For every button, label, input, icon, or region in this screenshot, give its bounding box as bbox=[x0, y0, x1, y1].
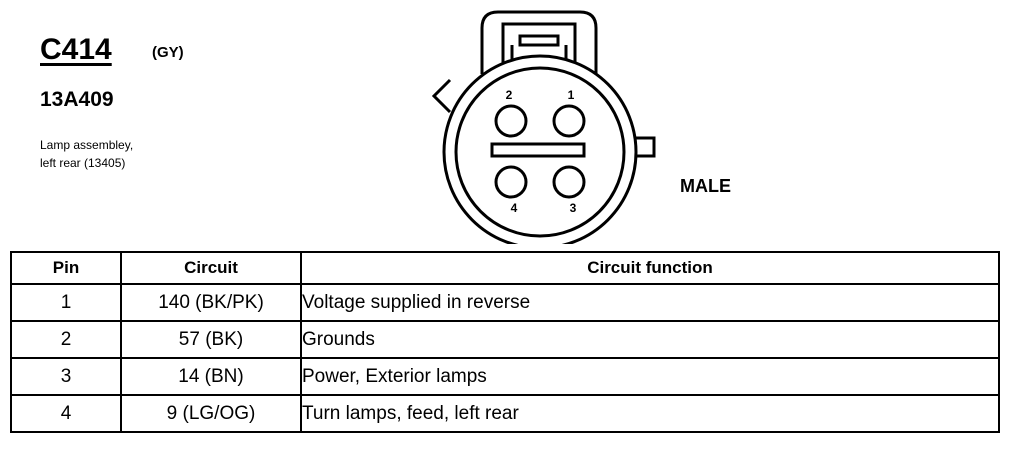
table-row: 2 57 (BK) Grounds bbox=[10, 320, 1000, 359]
cell-function: Turn lamps, feed, left rear bbox=[300, 394, 1000, 433]
connector-id: C414 bbox=[40, 33, 112, 66]
connector-color-code: (GY) bbox=[152, 44, 184, 61]
cell-circuit: 14 (BN) bbox=[120, 357, 302, 396]
cell-function: Power, Exterior lamps bbox=[300, 357, 1000, 396]
center-divider-bar bbox=[490, 142, 586, 158]
cell-circuit: 9 (LG/OG) bbox=[120, 394, 302, 433]
cell-circuit: 140 (BK/PK) bbox=[120, 283, 302, 322]
component-description-line2: left rear (13405) bbox=[40, 156, 126, 170]
cell-pin: 4 bbox=[10, 394, 122, 433]
component-description-line1: Lamp assembley, bbox=[40, 138, 134, 152]
cell-pin: 1 bbox=[10, 283, 122, 322]
connector-latch bbox=[480, 10, 598, 74]
pin-socket-1 bbox=[552, 104, 586, 138]
connector-outer-ring bbox=[442, 54, 638, 244]
header-pin: Pin bbox=[10, 251, 122, 285]
pinout-table: Pin Circuit Circuit function 1 140 (BK/P… bbox=[10, 251, 1000, 433]
latch-tab bbox=[518, 34, 560, 47]
cell-pin: 2 bbox=[10, 320, 122, 359]
connector-inner-ring bbox=[454, 66, 626, 238]
cell-function: Voltage supplied in reverse bbox=[300, 283, 1000, 322]
table-row: 4 9 (LG/OG) Turn lamps, feed, left rear bbox=[10, 394, 1000, 433]
connector-gender-label: MALE bbox=[680, 176, 731, 196]
header-circuit-function: Circuit function bbox=[300, 251, 1000, 285]
connector-face-diagram: 2 1 4 3 bbox=[431, 10, 656, 244]
pin-socket-4 bbox=[494, 165, 528, 199]
pin-label-1: 1 bbox=[568, 88, 575, 102]
part-number: 13A409 bbox=[40, 88, 114, 111]
table-header-row: Pin Circuit Circuit function bbox=[10, 251, 1000, 285]
pin-label-2: 2 bbox=[506, 88, 513, 102]
pin-label-4: 4 bbox=[511, 201, 518, 215]
pin-socket-2 bbox=[494, 104, 528, 138]
pin-socket-3 bbox=[552, 165, 586, 199]
connector-key-left bbox=[431, 78, 452, 114]
cell-circuit: 57 (BK) bbox=[120, 320, 302, 359]
cell-function: Grounds bbox=[300, 320, 1000, 359]
table-row: 3 14 (BN) Power, Exterior lamps bbox=[10, 357, 1000, 396]
pin-label-3: 3 bbox=[570, 201, 577, 215]
table-row: 1 140 (BK/PK) Voltage supplied in revers… bbox=[10, 283, 1000, 322]
header-circuit: Circuit bbox=[120, 251, 302, 285]
cell-pin: 3 bbox=[10, 357, 122, 396]
